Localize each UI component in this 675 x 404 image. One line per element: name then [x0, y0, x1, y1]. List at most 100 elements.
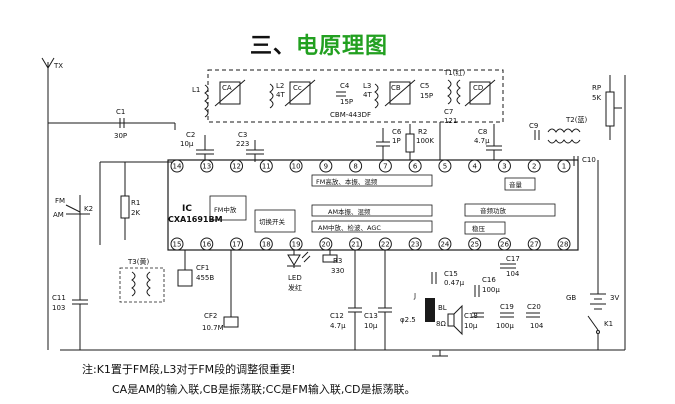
label-c1v: 30P — [114, 132, 127, 140]
top-pin-label-2: 2 — [532, 163, 536, 171]
label-c6: C6 — [392, 128, 402, 136]
label-l2: L2 — [276, 82, 284, 90]
top-pin-label-11: 11 — [262, 163, 271, 171]
capacitor-c8 — [486, 124, 502, 160]
block-vol-box — [504, 177, 536, 191]
label-c10: C10 — [582, 156, 596, 164]
capacitor-c16 — [474, 285, 480, 297]
label-c17v: 104 — [506, 270, 520, 278]
bottom-pin-28 — [557, 237, 571, 251]
switch-k1 — [587, 315, 600, 334]
bottom-pin-label-19: 19 — [292, 241, 301, 249]
label-c12: C12 — [330, 312, 344, 320]
label-gb: GB — [566, 294, 576, 302]
bottom-pin-25 — [468, 237, 482, 251]
bottom-pin-23 — [408, 237, 422, 251]
label-rpv: 5K — [592, 94, 601, 102]
bottom-pin-label-21: 21 — [351, 241, 360, 249]
label-cc: Cc — [293, 84, 302, 92]
label-c8: C8 — [478, 128, 487, 136]
battery-gb — [590, 293, 606, 310]
block-ripple-box — [464, 221, 506, 235]
top-pin-label-12: 12 — [232, 163, 241, 171]
block-am-if-box — [311, 220, 433, 233]
label-cbm: CBM-443DF — [330, 111, 371, 119]
label-am: AM — [53, 211, 64, 219]
label-gbv: 3V — [610, 294, 619, 302]
bottom-pin-label-23: 23 — [411, 241, 420, 249]
capacitor-c12 — [348, 250, 362, 350]
bottom-pin-26 — [497, 237, 511, 251]
label-c18v: 10μ — [464, 322, 478, 330]
label-c1: C1 — [116, 108, 125, 116]
top-pin-label-3: 3 — [502, 163, 506, 171]
label-t3: T3(黄) — [127, 257, 149, 266]
label-c13v: 10μ — [364, 322, 378, 330]
capacitor-c6 — [376, 128, 390, 160]
label-c13: C13 — [364, 312, 378, 320]
switch-k2 — [65, 204, 90, 215]
label-t2: T2(蓝) — [565, 115, 587, 124]
bottom-pin-21 — [349, 237, 363, 251]
label-cb: CB — [391, 84, 401, 92]
label-c11v: 103 — [52, 304, 65, 312]
capacitor-c3 — [246, 140, 264, 162]
label-c9: C9 — [529, 122, 538, 130]
label-cf1: CF1 — [196, 264, 209, 272]
top-pin-2 — [527, 159, 541, 173]
label-c16: C16 — [482, 276, 496, 284]
bottom-pin-15 — [170, 237, 184, 251]
bottom-pin-17 — [230, 237, 244, 251]
variable-cap-cd — [464, 79, 496, 107]
bottom-pin-label-16: 16 — [202, 241, 211, 249]
label-c19v: 100μ — [496, 322, 514, 330]
bottom-pin-label-18: 18 — [262, 241, 271, 249]
block-switch: 切换开关 — [259, 217, 286, 226]
label-c7: C7 — [444, 108, 453, 116]
label-t1: T1(红) — [443, 68, 465, 77]
label-r2: R2 — [418, 128, 427, 136]
label-tx: TX — [53, 62, 63, 70]
label-fm: FM — [55, 197, 65, 205]
top-pin-label-1: 1 — [562, 163, 566, 171]
top-pin-1 — [557, 159, 571, 173]
bottom-pin-18 — [259, 237, 273, 251]
capacitor-c11 — [72, 299, 88, 350]
inductor-l1 — [204, 84, 209, 118]
label-c5v: 15P — [420, 92, 433, 100]
label-c3: C3 — [238, 131, 247, 139]
top-pin-label-6: 6 — [413, 163, 418, 171]
label-ca: CA — [222, 84, 232, 92]
resistor-r1 — [120, 162, 130, 240]
top-pin-12 — [230, 159, 244, 173]
bottom-pin-22 — [378, 237, 392, 251]
label-c19: C19 — [500, 303, 514, 311]
label-c4: C4 — [340, 82, 350, 90]
label-c11: C11 — [52, 294, 66, 302]
block-fm-if: FM中放 — [214, 205, 237, 214]
block-switch-box — [254, 209, 296, 233]
bottom-pin-27 — [527, 237, 541, 251]
top-pin-14 — [170, 159, 184, 173]
label-c18: C18 — [464, 312, 478, 320]
block-audio: 音频功放 — [480, 206, 507, 215]
label-c2: C2 — [186, 131, 195, 139]
label-c20: C20 — [527, 303, 541, 311]
resistor-r2 — [405, 124, 415, 160]
block-vol: 音量 — [509, 180, 523, 189]
bottom-pin-label-20: 20 — [321, 241, 330, 249]
jack-j — [425, 298, 435, 322]
title-main: 电原理图 — [296, 34, 389, 59]
page-title: 三、电原理图 — [250, 28, 388, 60]
label-c4v: 15P — [340, 98, 353, 106]
bottom-pin-label-25: 25 — [470, 241, 479, 249]
bottom-pin-label-27: 27 — [530, 241, 539, 249]
capacitor-c15 — [431, 272, 437, 284]
top-pin-label-9: 9 — [324, 163, 328, 171]
label-c6v: 1P — [392, 137, 401, 145]
bottom-pin-label-24: 24 — [440, 241, 449, 249]
label-rp: RP — [592, 84, 601, 92]
speaker-bl — [447, 304, 463, 336]
label-c2v: 10μ — [180, 140, 194, 148]
